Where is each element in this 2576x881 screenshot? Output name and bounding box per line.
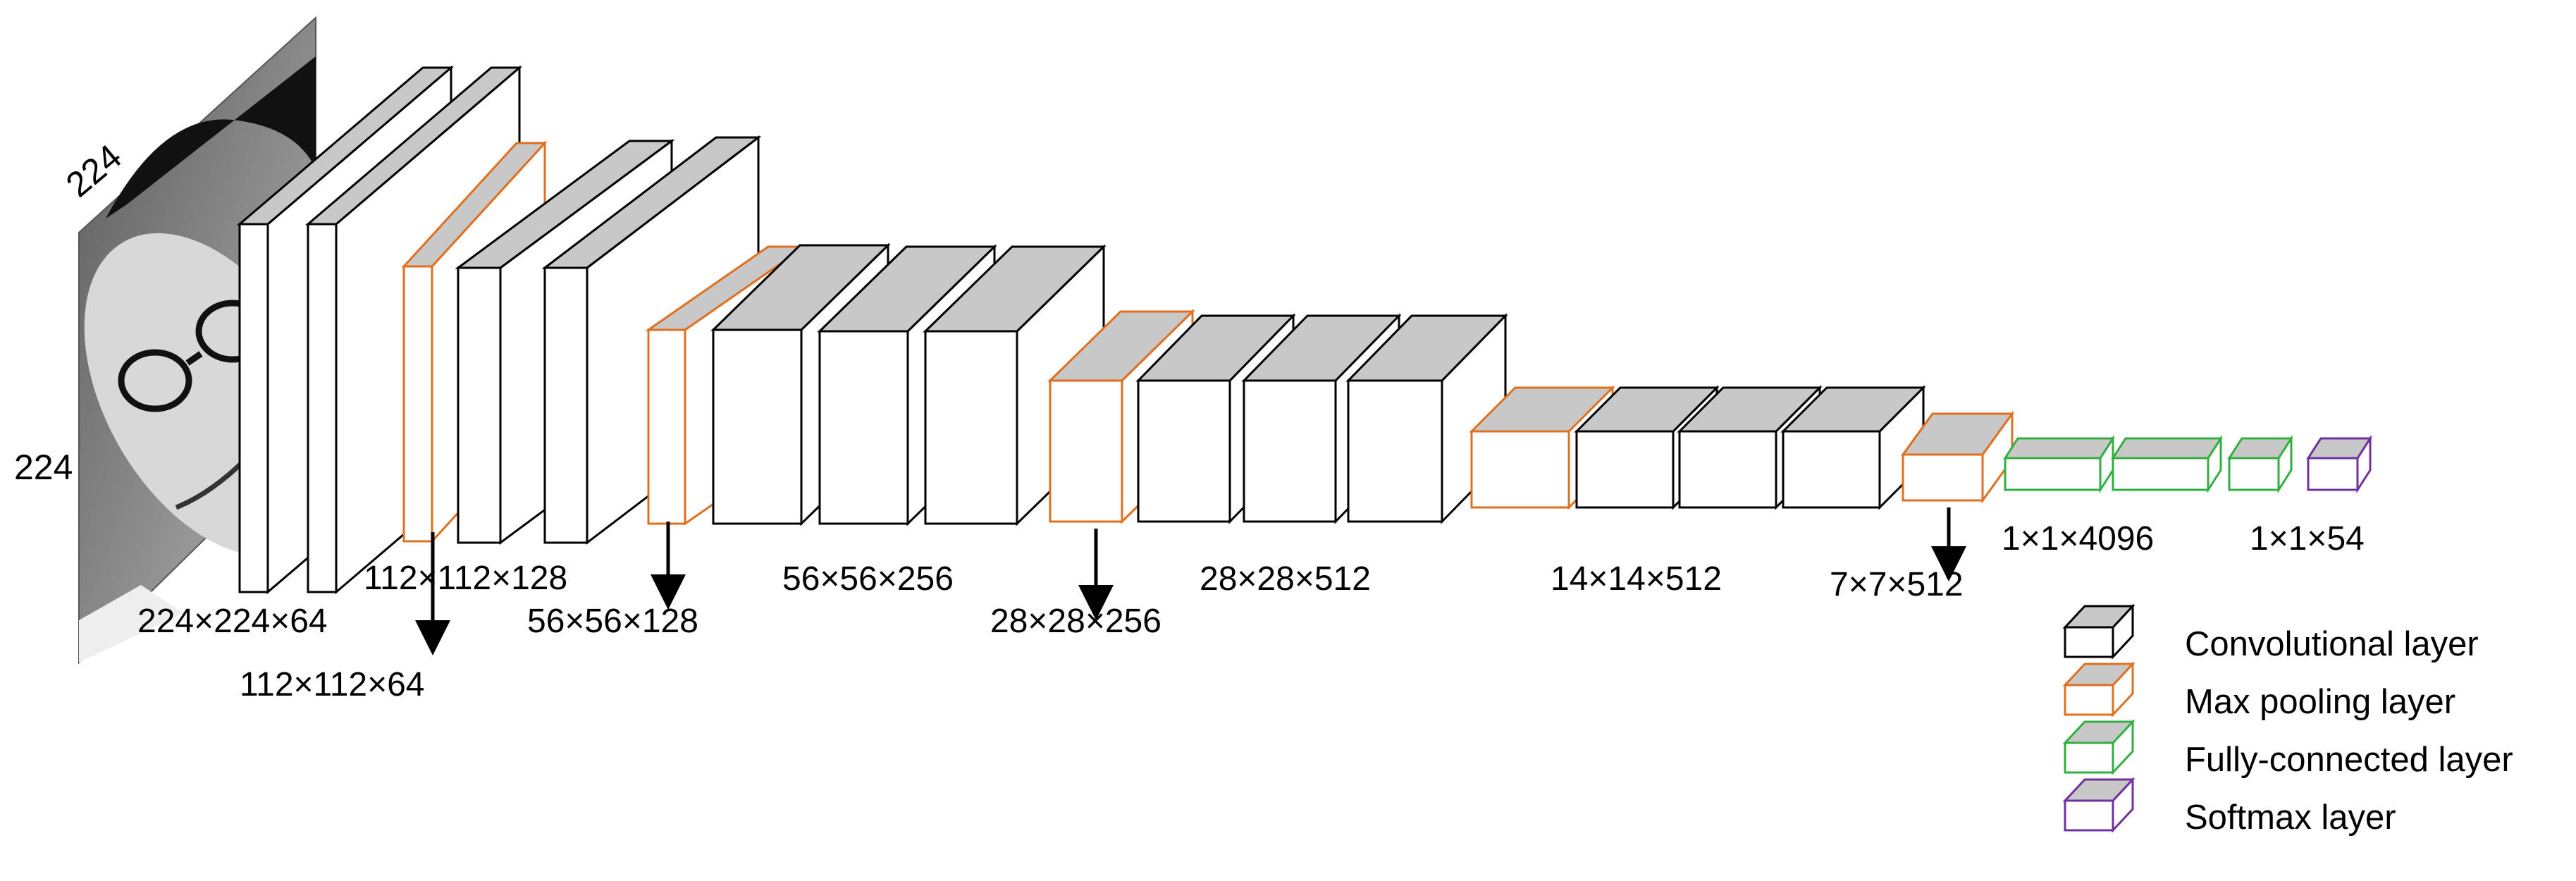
softmax-dim-label: 1×1×54 <box>2250 520 2365 557</box>
legend-label-pool: Max pooling layer <box>2185 683 2455 721</box>
pool1-dim-label: 112×112×64 <box>240 666 425 703</box>
legend-label-fc: Fully-connected layer <box>2185 741 2513 779</box>
pool5-dim-label: 7×7×512 <box>1830 566 1964 603</box>
pool3-dim-label: 28×28×256 <box>990 603 1161 640</box>
legend-swatch-fc <box>2065 722 2133 772</box>
softmax-block <box>2308 438 2370 490</box>
legend-swatch-conv <box>2065 606 2133 657</box>
conv5-dim-label: 14×14×512 <box>1551 560 1722 598</box>
fc3-block <box>2229 438 2291 490</box>
fc1-block <box>2005 438 2113 490</box>
conv2-dim-label: 112×112×128 <box>364 560 567 597</box>
legend-label-softmax: Softmax layer <box>2185 799 2396 837</box>
pool2-dim-label: 56×56×128 <box>527 603 698 640</box>
conv3-dim-label: 56×56×256 <box>782 560 954 598</box>
legend-swatch-pool <box>2065 664 2133 715</box>
layer-blocks <box>240 68 2370 592</box>
legend-swatch-softmax <box>2065 780 2133 830</box>
input-height-label: 224 <box>14 448 73 487</box>
fc2-block <box>2113 438 2221 490</box>
fc-dim-label: 1×1×4096 <box>2002 520 2154 557</box>
conv1-dim-label: 224×224×64 <box>137 603 328 640</box>
legend-label-conv: Convolutional layer <box>2185 625 2479 663</box>
legend: Convolutional layer Max pooling layer Fu… <box>2065 606 2513 837</box>
input-width-label: 224 <box>58 137 129 205</box>
conv4-dim-label: 28×28×512 <box>1200 560 1371 598</box>
